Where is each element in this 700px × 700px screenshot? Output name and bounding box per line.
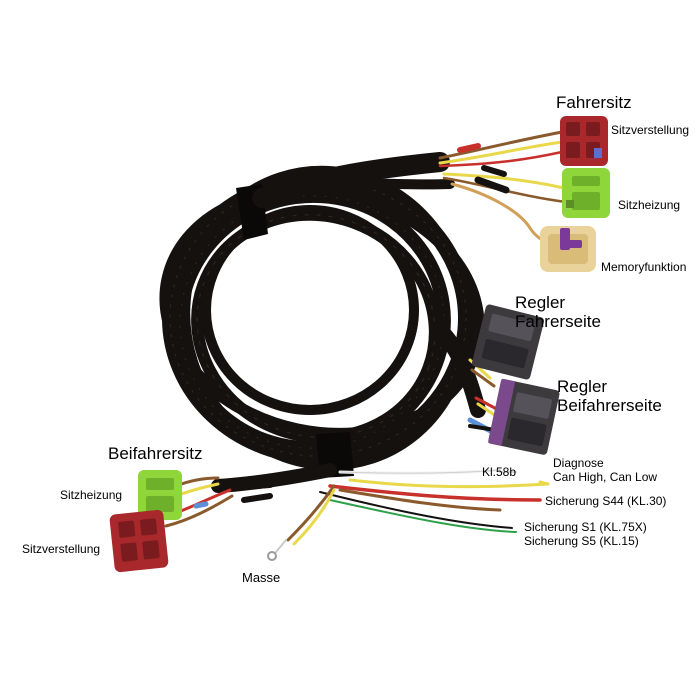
label-sicherung-s1: Sicherung S1 (KL.75X)	[524, 520, 647, 534]
label-sitzverstellung-beifahrer: Sitzverstellung	[22, 542, 101, 556]
label-sitzverstellung-fahrer: Sitzverstellung	[611, 123, 690, 137]
label-sicherung-s44: Sicherung S44 (KL.30)	[545, 494, 667, 508]
connector-regler-fahrerseite	[471, 304, 545, 380]
label-sitzheizung-beifahrer: Sitzheizung	[60, 488, 123, 502]
connector-regler-beifahrerseite	[488, 378, 560, 455]
label-fahrersitz: Fahrersitz	[556, 93, 632, 112]
cable-branch-fahrersitz	[252, 130, 568, 246]
label-regler-fahrerseite-2: Fahrerseite	[515, 312, 601, 331]
connector-sitzverstellung-fahrer	[560, 116, 608, 166]
label-diagnose-2: Can High, Can Low	[553, 470, 658, 484]
label-diagnose-1: Diagnose	[553, 456, 604, 470]
label-memoryfunktion: Memoryfunktion	[601, 260, 687, 274]
label-sitzheizung-fahrer: Sitzheizung	[618, 198, 681, 212]
label-sicherung-s5: Sicherung S5 (KL.15)	[524, 534, 639, 548]
label-kl58b: Kl.58b	[482, 465, 517, 479]
loose-wires	[267, 468, 550, 561]
connector-sitzverstellung-beifahrer	[109, 509, 169, 573]
label-regler-beifahrerseite-2: Beifahrerseite	[557, 396, 662, 415]
label-masse: Masse	[242, 570, 281, 585]
label-regler-beifahrerseite-1: Regler	[557, 377, 608, 396]
cable-coil-texture	[169, 179, 467, 457]
connector-sitzheizung-beifahrer	[138, 470, 182, 520]
label-beifahrersitz: Beifahrersitz	[108, 444, 203, 463]
connector-memoryfunktion	[540, 226, 596, 272]
cable-branch-regler	[432, 322, 510, 439]
connector-sitzheizung-fahrer	[562, 168, 610, 218]
label-regler-fahrerseite-1: Regler	[515, 293, 566, 312]
cable-branch-beifahrersitz	[164, 463, 337, 528]
